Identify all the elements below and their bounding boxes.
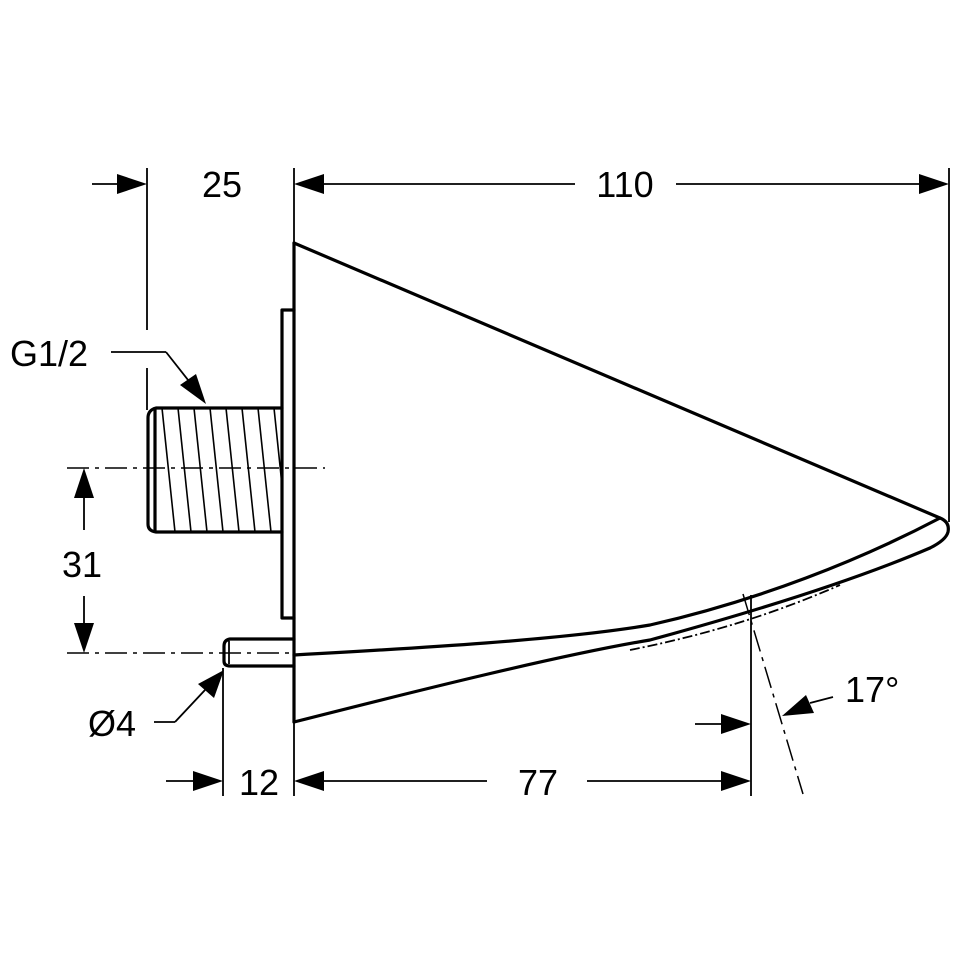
- extension-lines: [146, 168, 950, 796]
- threaded-connector: [146, 406, 284, 534]
- dimension-label-25: 25: [202, 164, 242, 205]
- callout-label-thread: G1/2: [10, 333, 88, 374]
- dimension-110: 110: [316, 164, 949, 205]
- locating-pin: [222, 637, 296, 668]
- dimension-31: 31: [62, 468, 102, 653]
- thread-lines: [161, 407, 283, 533]
- dimension-label-12: 12: [239, 762, 279, 803]
- dimension-25: 25: [92, 164, 324, 205]
- callout-pin-diameter: Ø4: [88, 670, 224, 744]
- dimension-label-110: 110: [596, 164, 653, 205]
- dimension-label-77: 77: [518, 762, 558, 803]
- dimension-12: 12: [166, 762, 279, 803]
- dimension-77: 77: [294, 762, 751, 803]
- center-lines: [67, 467, 804, 795]
- shower-head-body: [280, 241, 950, 724]
- dimension-label-31: 31: [62, 544, 102, 585]
- callout-label-pin-diameter: Ø4: [88, 703, 136, 744]
- dimension-17-degrees: 17°: [695, 669, 899, 734]
- dimension-label-17deg: 17°: [845, 669, 899, 710]
- spray-nozzles: [629, 584, 841, 651]
- callout-thread: G1/2: [10, 333, 206, 404]
